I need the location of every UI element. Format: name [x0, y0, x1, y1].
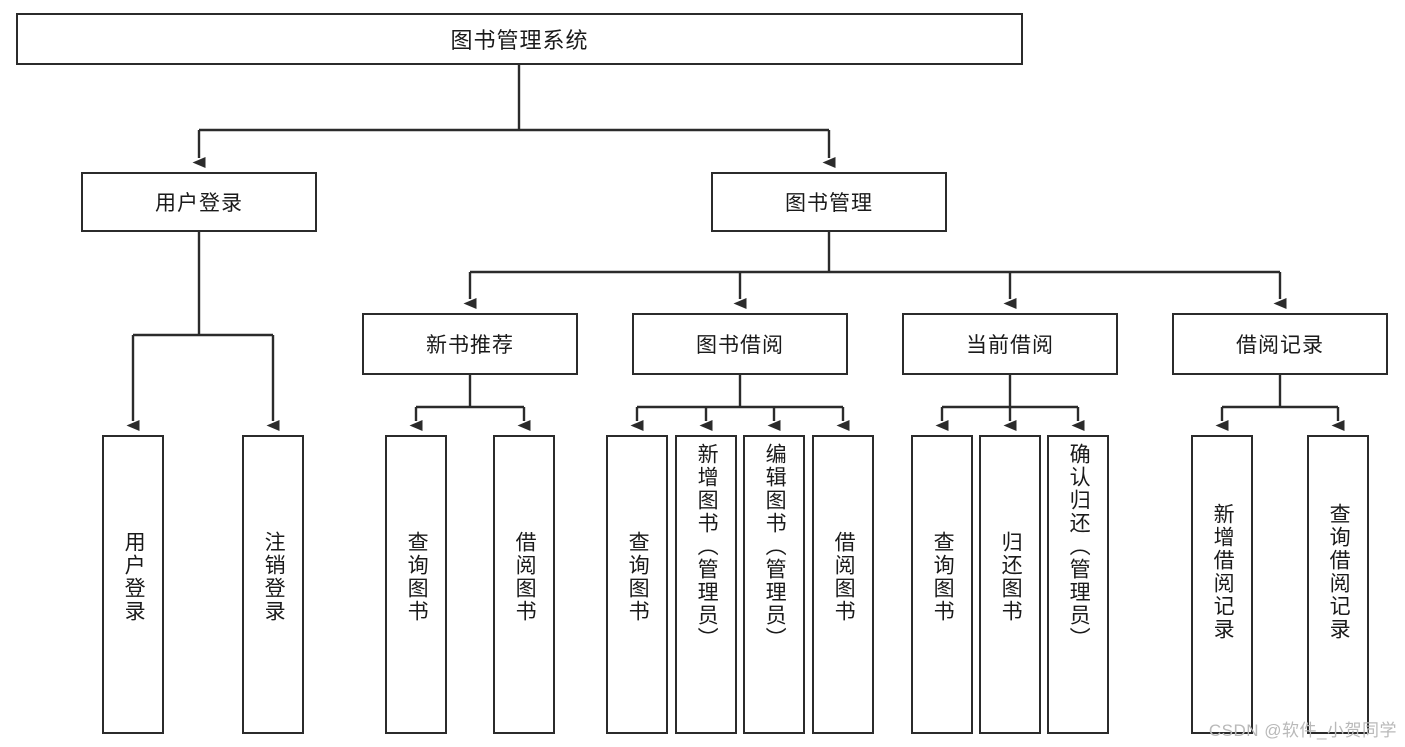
leaf-label: 查询借阅记录 [1327, 503, 1351, 641]
leaf-borrow-book[interactable]: 借阅图书 [812, 435, 874, 734]
node-label: 图书管理 [785, 192, 873, 215]
node-label: 新书推荐 [426, 334, 514, 357]
leaf-edit-book-admin[interactable]: 编辑图书（管理员） [743, 435, 805, 734]
node-user-login[interactable]: 用户登录 [81, 172, 317, 232]
node-label: 图书借阅 [696, 334, 784, 357]
leaf-return-book[interactable]: 归还图书 [979, 435, 1041, 734]
leaf-add-borrow-record[interactable]: 新增借阅记录 [1191, 435, 1253, 734]
leaf-label: 归还图书 [999, 531, 1023, 623]
node-new-book-recommend[interactable]: 新书推荐 [362, 313, 578, 375]
node-book-management[interactable]: 图书管理 [711, 172, 947, 232]
leaf-confirm-return-admin[interactable]: 确认归还（管理员） [1047, 435, 1109, 734]
leaf-label: 借阅图书 [513, 531, 537, 623]
node-borrow-record[interactable]: 借阅记录 [1172, 313, 1388, 375]
leaf-label: 新增图书（管理员） [695, 443, 719, 650]
leaf-query-book-current[interactable]: 查询图书 [911, 435, 973, 734]
node-label: 图书管理系统 [450, 28, 589, 53]
leaf-borrow-book-recommend[interactable]: 借阅图书 [493, 435, 555, 734]
leaf-label: 新增借阅记录 [1211, 503, 1235, 641]
node-current-borrow[interactable]: 当前借阅 [902, 313, 1118, 375]
node-book-borrow[interactable]: 图书借阅 [632, 313, 848, 375]
node-label: 用户登录 [155, 192, 243, 215]
leaf-label: 用户登录 [122, 531, 146, 623]
leaf-query-book-recommend[interactable]: 查询图书 [385, 435, 447, 734]
node-label: 借阅记录 [1236, 334, 1324, 357]
leaf-logout-login[interactable]: 注销登录 [242, 435, 304, 734]
leaf-label: 查询图书 [931, 531, 955, 623]
leaf-user-login[interactable]: 用户登录 [102, 435, 164, 734]
node-label: 当前借阅 [966, 334, 1054, 357]
node-root-system[interactable]: 图书管理系统 [16, 13, 1023, 65]
leaf-label: 查询图书 [405, 531, 429, 623]
leaf-label: 编辑图书（管理员） [763, 443, 787, 650]
leaf-label: 确认归还（管理员） [1067, 443, 1091, 650]
leaf-add-book-admin[interactable]: 新增图书（管理员） [675, 435, 737, 734]
leaf-label: 查询图书 [626, 531, 650, 623]
leaf-query-borrow-record[interactable]: 查询借阅记录 [1307, 435, 1369, 734]
leaf-query-book-borrow[interactable]: 查询图书 [606, 435, 668, 734]
leaf-label: 注销登录 [262, 531, 286, 623]
leaf-label: 借阅图书 [832, 531, 856, 623]
